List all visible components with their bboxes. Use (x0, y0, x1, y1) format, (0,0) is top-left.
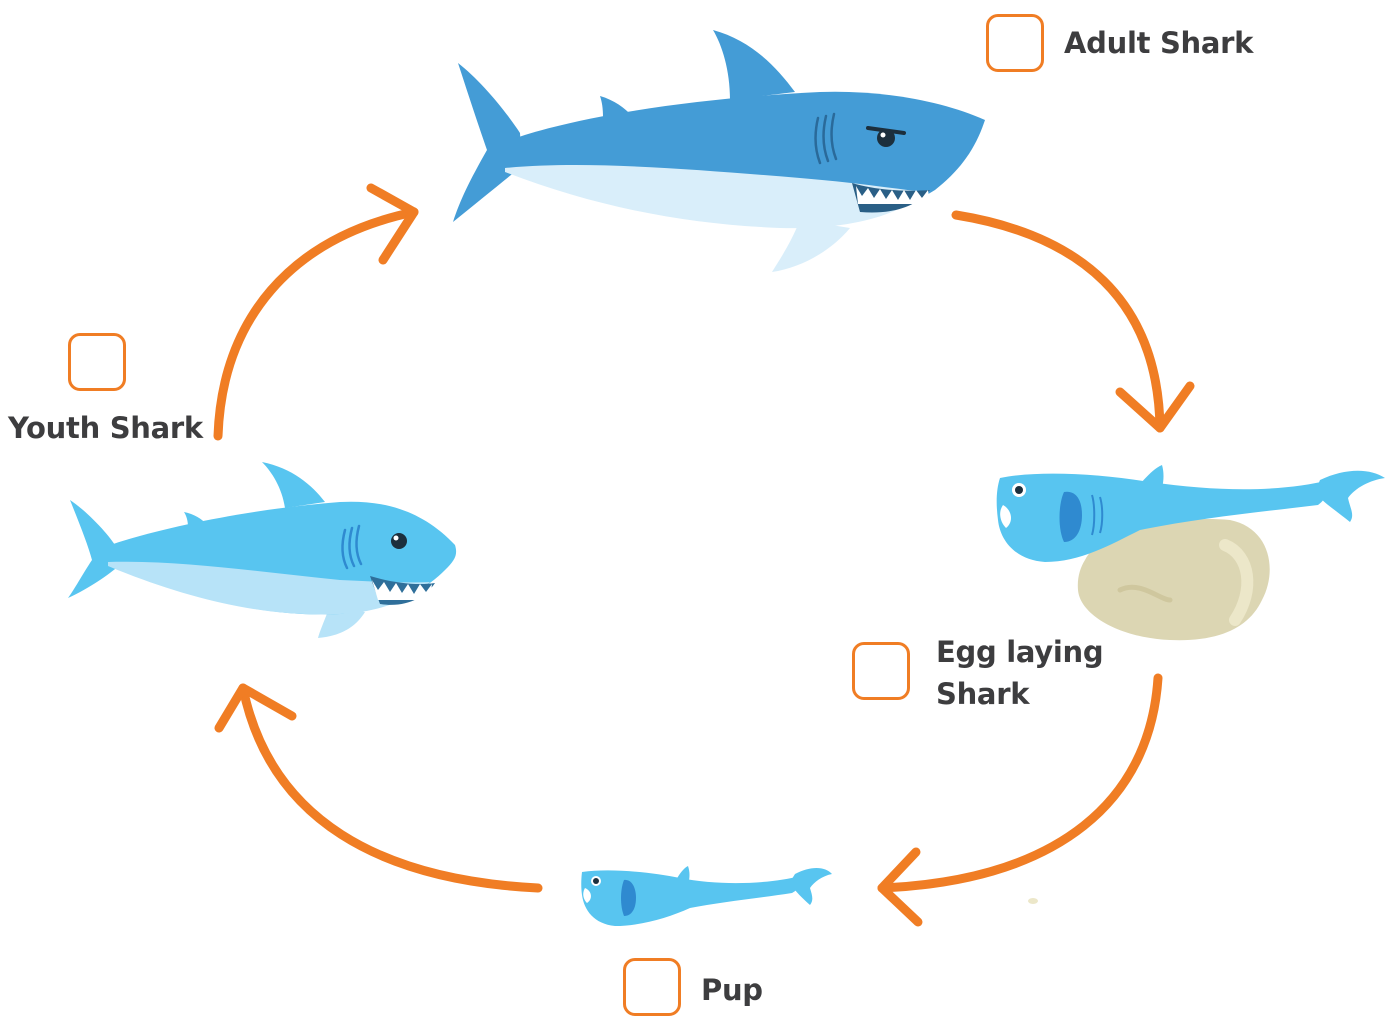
shark-pup-icon (581, 866, 832, 926)
arrow-egg-laying-to-pup (882, 678, 1158, 922)
adult-shark-checkbox[interactable] (986, 14, 1044, 72)
pup-label: Pup (701, 970, 763, 1011)
shark-with-egg-icon (997, 465, 1385, 640)
arrow-adult-to-egg-laying (956, 215, 1190, 428)
arrow-pup-to-youth (219, 688, 538, 888)
young-shark-icon (68, 462, 456, 638)
egg-laying-shark-label-line2: Shark (936, 674, 1029, 715)
tiny-egg-icon (1028, 898, 1038, 904)
youth-shark-checkbox[interactable] (68, 333, 126, 391)
great-white-shark-icon (453, 30, 985, 272)
adult-shark-label: Adult Shark (1064, 23, 1253, 64)
egg-laying-shark-checkbox[interactable] (852, 642, 910, 700)
pup-checkbox[interactable] (623, 958, 681, 1016)
youth-shark-label: Youth Shark (8, 408, 203, 449)
egg-laying-shark-label-line1: Egg laying (936, 632, 1103, 673)
arrow-youth-to-adult (218, 188, 414, 436)
